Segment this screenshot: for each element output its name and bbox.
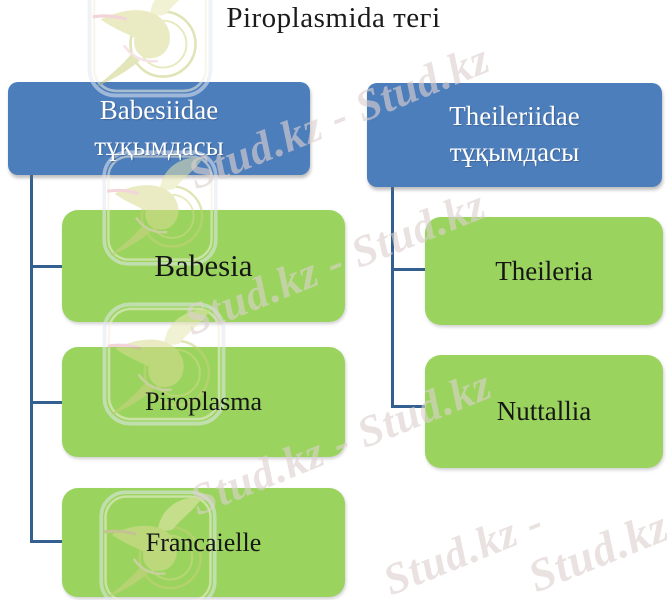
child-node-label: Babesia [154,248,253,283]
child-node-babesia: Babesia [62,210,345,322]
child-node-nuttallia: Nuttallia [425,355,663,468]
parent-node-theileriidae: Theileriidae тұқымдасы [367,83,662,187]
connector-right-branch-1 [391,268,425,271]
studkz-watermark-text: Stud.kz - [376,496,551,600]
connector-right-trunk [391,187,394,408]
diagram-title: Piroplasmida тегі [226,2,441,34]
connector-left-trunk [30,175,33,543]
child-node-label: Francaielle [145,527,262,557]
child-node-label: Nuttallia [496,396,592,426]
child-node-piroplasma: Piroplasma [62,347,345,457]
child-node-label: Piroplasma [145,387,262,416]
studkz-watermark-text: Stud.kz [520,499,667,600]
parent-node-babesiidae: Babesiidae тұқымдасы [8,82,310,175]
connector-left-branch-2 [30,401,62,404]
connector-left-branch-1 [30,265,62,268]
connector-right-branch-2 [391,405,425,408]
child-node-label: Theileria [495,255,593,286]
parent-node-label-line2: тұқымдасы [449,137,580,167]
child-node-francaielle: Francaielle [62,488,345,597]
parent-node-label-line1: Babesiidae [99,94,219,125]
connector-left-branch-3 [30,540,62,543]
child-node-theileria: Theileria [425,217,663,325]
parent-node-label-line2: тұқымдасы [94,130,224,161]
parent-node-label-line1: Theileriidae [449,101,580,132]
